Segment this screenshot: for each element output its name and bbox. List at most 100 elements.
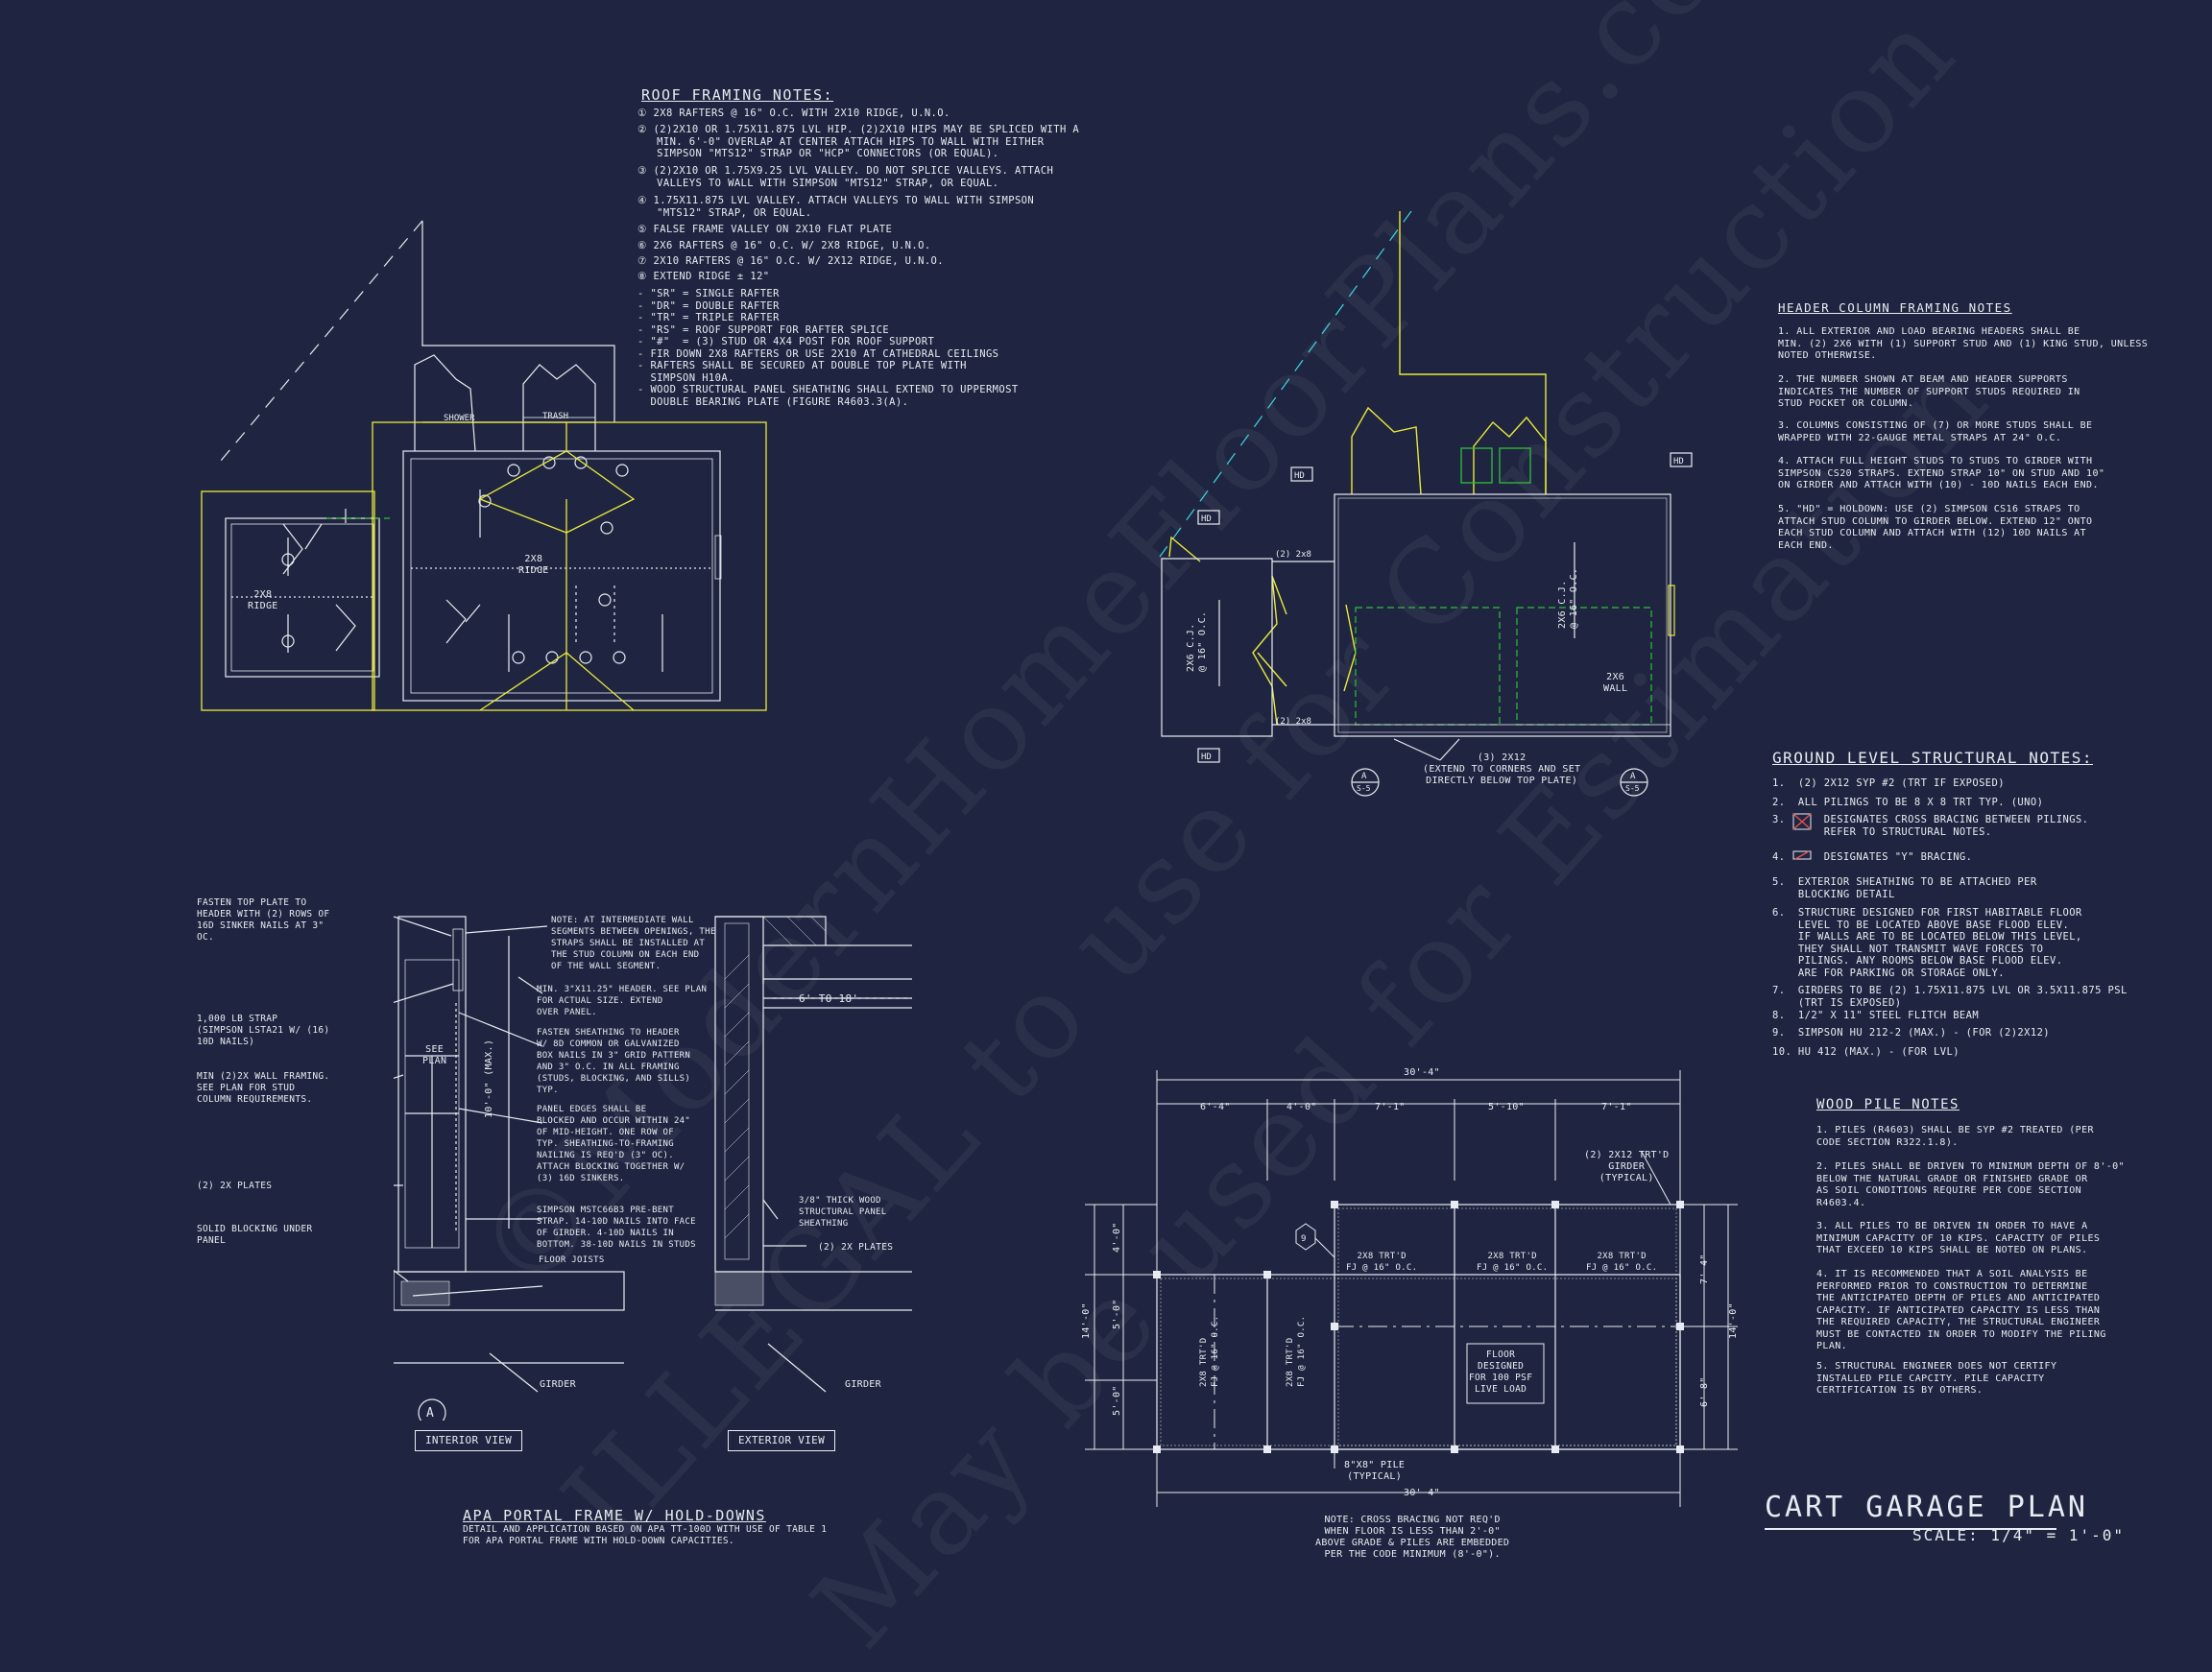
header-column-note-3: 3. COLUMNS CONSISTING OF (7) OR MORE STU…: [1778, 420, 2093, 443]
header-top-label: (2) 2x8: [1275, 550, 1311, 560]
ground-note-7: 7. GIRDERS TO BE (2) 1.75x11.875 LVL OR …: [1772, 985, 2128, 1009]
foundation-dim-left-2: 5'-0": [1112, 1299, 1122, 1329]
bracing-symbols: [1792, 813, 1812, 860]
portal-right-label-3: FASTEN SHEATHING TO HEADER W/ 8d COMMON …: [537, 1028, 691, 1095]
portal-interior-view: INTERIOR VIEW: [415, 1430, 522, 1451]
roof-ridge-side-label: 2x8 RIDGE: [248, 589, 278, 611]
wall-plan-drawing: HD HD HD HD (2) 2x8 (2) 2x8 A A S-5 S-5: [1159, 210, 1693, 797]
roof-ridge-main-label: 2x8 RIDGE: [518, 554, 549, 576]
foundation-floor-box: FLOOR DESIGNED FOR 100 PSF LIVE LOAD: [1469, 1350, 1533, 1395]
foundation-dim-right-2: 6'-8": [1699, 1376, 1710, 1407]
wood-pile-notes-heading: Wood Pile Notes: [1816, 1097, 1960, 1112]
roof-framing-notes-heading: Roof Framing Notes:: [641, 86, 834, 104]
portal-left-label-4: (2) 2x PLATES: [197, 1181, 273, 1191]
portal-right-label-4: PANEL EDGES SHALL BE BLOCKED AND OCCUR W…: [537, 1105, 691, 1183]
wood-pile-note-1: 1. PILES (R4603) SHALL BE SYP #2 TREATED…: [1816, 1125, 2094, 1148]
wall-beam-note: (3) 2x12 (EXTEND TO CORNERS AND SET DIRE…: [1423, 752, 1581, 786]
foundation-girder-note: (2) 2x12 TRT'D GIRDER (TYPICAL): [1584, 1150, 1670, 1183]
portal-left-label-2: 1,000 LB STRAP (SIMPSON LSTA21 W/ (16) 1…: [197, 1014, 330, 1047]
foundation-overall-left: 14'-0": [1081, 1302, 1092, 1339]
roof-framing-legend: - "SR" = SINGLE RAFTER - "DR" = DOUBLE R…: [637, 288, 1019, 408]
header-column-note-5: 5. "HD" = HOLDOWN: USE (2) SIMPSON CS16 …: [1778, 504, 2093, 551]
hd-tag-2: HD: [1673, 457, 1684, 466]
portal-right-label-1: NOTE: AT INTERMEDIATE WALL SEGMENTS BETW…: [551, 916, 716, 971]
foundation-dim-top-1: 6'-4": [1200, 1102, 1231, 1112]
portal-subtitle: DETAIL AND APPLICATION BASED ON APA TT-1…: [463, 1524, 828, 1546]
portal-girder-right: GIRDER: [845, 1379, 881, 1390]
roof-framing-note-5: ⑤ FALSE FRAME VALLEY ON 2x10 FLAT PLATE: [637, 224, 893, 235]
portal-right-label-6: FLOOR JOISTS: [539, 1255, 605, 1265]
portal-height-dim: 10'-0" (MAX.): [484, 1039, 494, 1118]
ground-note-2: 2. ALL PILINGS TO BE 8 x 8 TRT TYP. (UNO…: [1772, 797, 2044, 808]
section-sheet-right: S-5: [1625, 784, 1640, 793]
wood-pile-note-2: 2. PILES SHALL BE DRIVEN TO MINIMUM DEPT…: [1816, 1161, 2126, 1208]
ground-note-4: 4. DESIGNATES "Y" BRACING.: [1772, 851, 1973, 863]
foundation-dim-left-1: 4'-0": [1112, 1222, 1122, 1253]
roof-framing-note-2: ② (2)2x10 OR 1.75x11.875 LVL HIP. (2)2x1…: [637, 124, 1080, 159]
roof-shower-label: SHOWER: [444, 414, 475, 423]
section-sheet-left: S-5: [1357, 784, 1371, 793]
ground-note-6: 6. STRUCTURE DESIGNED FOR FIRST HABITABL…: [1772, 907, 2082, 979]
foundation-bottom-note: NOTE: CROSS BRACING NOT REQ'D WHEN FLOOR…: [1315, 1515, 1510, 1560]
foundation-overall-right: 14'-0": [1728, 1302, 1739, 1339]
ground-level-notes-heading: Ground Level Structural Notes:: [1772, 749, 2093, 767]
ground-note-5: 5. EXTERIOR SHEATHING TO BE ATTACHED PER…: [1772, 876, 2037, 900]
foundation-overall-top: 30'-4": [1404, 1067, 1440, 1078]
portal-title: APA Portal Frame W/ Hold-Downs: [463, 1507, 766, 1524]
roof-framing-note-8: ⑧ EXTEND RIDGE ± 12": [637, 271, 770, 282]
foundation-overall-bottom: 30'-4": [1404, 1488, 1440, 1498]
header-column-note-1: 1. ALL EXTERIOR AND LOAD BEARING HEADERS…: [1778, 326, 2149, 361]
ground-note-10: 10. HU 412 (MAX.) - (FOR LVL): [1772, 1046, 1960, 1058]
foundation-joist-label-1: 2x8 TRT'D FJ @ 16" O.C.: [1346, 1252, 1418, 1273]
roof-framing-note-4: ④ 1.75x11.875 LVL VALLEY. ATTACH VALLEYS…: [637, 195, 1035, 219]
header-column-notes-heading: Header Column Framing Notes: [1778, 300, 2012, 315]
ground-note-1: 1. (2) 2x12 SYP #2 (TRT IF EXPOSED): [1772, 777, 2005, 789]
wall-joist-main-label: 2x6 C.J. @ 16" O.C.: [1557, 567, 1579, 629]
wood-pile-note-5: 5. STRUCTURAL ENGINEER DOES NOT CERTIFY …: [1816, 1361, 2057, 1396]
portal-left-label-5: SOLID BLOCKING UNDER PANEL: [197, 1224, 313, 1246]
portal-span-dim: 6' TO 18': [799, 992, 859, 1005]
section-mark-a-left: A: [1361, 772, 1367, 781]
wall-joist-side-label: 2x6 C.J. @ 16" O.C.: [1186, 610, 1208, 672]
ground-note-8: 8. 1/2" x 11" STEEL FLITCH BEAM: [1772, 1010, 1980, 1021]
portal-exterior-view: EXTERIOR VIEW: [728, 1430, 835, 1451]
wall-2x6-label: 2x6 WALL: [1603, 672, 1628, 694]
roof-framing-note-3: ③ (2)2x10 OR 1.75x9.25 LVL VALLEY. DO NO…: [637, 165, 1054, 189]
wood-pile-note-4: 4. IT IS RECOMMENDED THAT A SOIL ANALYSI…: [1816, 1269, 2106, 1351]
header-column-note-4: 4. ATTACH FULL HEIGHT STUDS TO STUDS TO …: [1778, 456, 2105, 490]
roof-plan-drawing: SHOWER TRASH: [201, 220, 767, 711]
portal-plates-right: (2) 2x PLATES: [818, 1242, 894, 1253]
portal-mark: A: [426, 1406, 434, 1421]
foundation-dim-top-5: 7'-1": [1601, 1102, 1632, 1112]
portal-frame-drawing: A: [394, 916, 912, 1421]
foundation-joist-label-2: 2x8 TRT'D FJ @ 16" O.C.: [1477, 1252, 1549, 1273]
sheet-title-underline: [1765, 1528, 2056, 1530]
roof-framing-note-6: ⑥ 2x6 RAFTERS @ 16" O.C. W/ 2x8 RIDGE, U…: [637, 240, 931, 251]
header-bottom-label: (2) 2x8: [1275, 717, 1311, 727]
portal-see-plan: SEE PLAN: [422, 1044, 447, 1066]
section-mark-a-right: A: [1630, 772, 1636, 781]
foundation-plan-drawing: 9: [1085, 1070, 1738, 1507]
wood-pile-note-3: 3. ALL PILES TO BE DRIVEN IN ORDER TO HA…: [1816, 1221, 2101, 1255]
roof-framing-note-1: ① 2x8 RAFTERS @ 16" O.C. WITH 2X10 RIDGE…: [637, 107, 950, 119]
header-column-note-2: 2. THE NUMBER SHOWN AT BEAM AND HEADER S…: [1778, 374, 2080, 409]
sheet-title: Cart Garage Plan: [1765, 1491, 2088, 1524]
foundation-pile-tag: 9: [1301, 1234, 1306, 1244]
hd-tag-1: HD: [1294, 471, 1305, 481]
roof-framing-note-7: ⑦ 2x10 RAFTERS @ 16" O.C. W/ 2x12 RIDGE,…: [637, 255, 945, 267]
portal-right-label-5: SIMPSON MSTC66B3 PRE-BENT STRAP. 14-10d …: [537, 1206, 696, 1250]
foundation-dim-top-3: 7'-1": [1375, 1102, 1406, 1112]
hd-tag-3: HD: [1201, 514, 1212, 524]
hd-tag-4: HD: [1201, 752, 1212, 762]
portal-right-label-2: MIN. 3"x11.25" HEADER. SEE PLAN FOR ACTU…: [537, 985, 708, 1017]
foundation-joist-label-3: 2x8 TRT'D FJ @ 16" O.C.: [1586, 1252, 1658, 1273]
foundation-joist-vertical-2: 2x8 TRT'D FJ @ 16" O.C.: [1286, 1315, 1307, 1387]
portal-girder-left: GIRDER: [540, 1379, 576, 1390]
foundation-dim-left-3: 5'-0": [1112, 1385, 1122, 1416]
sheet-scale: SCALE: 1/4" = 1'-0": [1912, 1526, 2126, 1544]
portal-sheathing-label: 3/8" THICK WOOD STRUCTURAL PANEL SHEATHI…: [799, 1196, 887, 1229]
foundation-dim-top-2: 4'-0": [1286, 1102, 1317, 1112]
ground-note-9: 9. SIMPSON HU 212-2 (MAX.) - (FOR (2)2x1…: [1772, 1027, 2051, 1039]
ground-note-3: 3. DESIGNATES CROSS BRACING BETWEEN PILI…: [1772, 814, 2089, 838]
portal-left-label-3: MIN (2)2X WALL FRAMING. SEE PLAN FOR STU…: [197, 1071, 330, 1105]
